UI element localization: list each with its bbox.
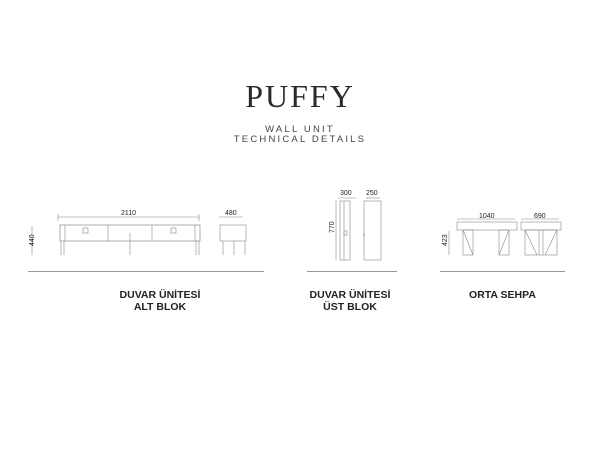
- ust-blok-depth: 250: [366, 190, 378, 197]
- alt-blok-label: DUVAR ÜNİTESİ ALT BLOK: [119, 289, 201, 313]
- ust-blok-height: 770: [329, 221, 336, 233]
- orta-sehpa-label: ORTA SEHPA: [469, 289, 536, 301]
- orta-sehpa-drawing: 1040 690 423: [442, 213, 562, 256]
- orta-sehpa-divider: [440, 271, 565, 272]
- subtitle-line-1: WALL UNIT: [265, 124, 335, 135]
- alt-blok-height: 440: [29, 234, 36, 246]
- ust-blok-label: DUVAR ÜNİTESİ ÜST BLOK: [309, 289, 391, 313]
- orta-sehpa-depth: 690: [534, 213, 546, 220]
- ust-blok-width: 300: [340, 190, 352, 197]
- brand-title: PUFFY: [245, 78, 355, 114]
- ust-blok-divider: [307, 271, 397, 272]
- alt-blok-divider: [28, 271, 264, 272]
- alt-blok-depth: 480: [225, 210, 237, 217]
- ust-blok-drawing: 300 250 770: [329, 190, 382, 261]
- alt-blok-drawing: 2110 480 440: [29, 210, 247, 255]
- alt-blok-width: 2110: [121, 210, 136, 217]
- orta-sehpa-width: 1040: [479, 213, 495, 220]
- subtitle-line-2: TECHNICAL DETAILS: [233, 134, 367, 145]
- orta-sehpa-height: 423: [442, 234, 449, 246]
